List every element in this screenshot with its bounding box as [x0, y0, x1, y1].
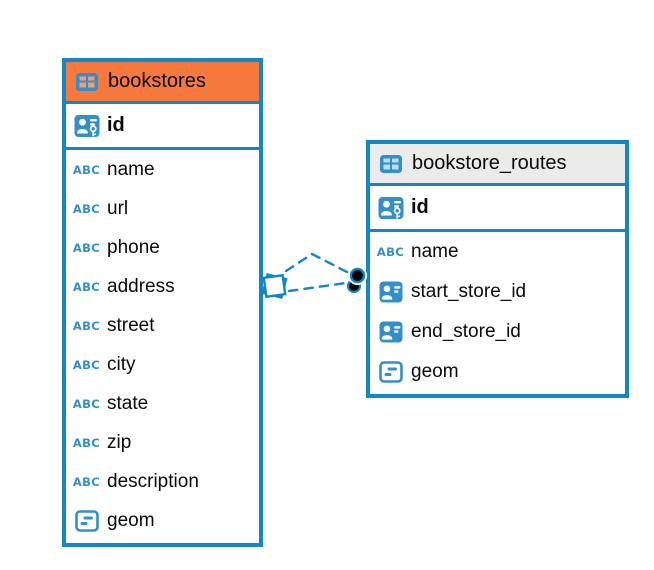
- field-row-state[interactable]: ABC state: [66, 384, 259, 423]
- table-card-bookstore-routes[interactable]: bookstore_routes id ABC name: [366, 140, 629, 398]
- table-card-bookstores[interactable]: bookstores id ABC name ABC ur: [62, 58, 263, 547]
- primary-key-icon: [377, 196, 404, 220]
- text-type-icon: ABC: [72, 318, 101, 333]
- field-name: name: [107, 158, 155, 180]
- field-row-geom[interactable]: geom: [370, 352, 625, 392]
- geometry-type-icon: [73, 509, 100, 532]
- field-row-name[interactable]: ABC name: [66, 150, 259, 189]
- text-type-icon: ABC: [72, 240, 101, 255]
- field-row-address[interactable]: ABC address: [66, 267, 259, 306]
- field-row-description[interactable]: ABC description: [66, 462, 259, 501]
- relationship-line-upper[interactable]: [284, 252, 351, 275]
- field-name: state: [107, 392, 149, 414]
- text-type-icon: ABC: [376, 245, 405, 259]
- foreign-key-icon: [377, 321, 404, 343]
- text-type-icon: ABC: [72, 201, 101, 216]
- field-name: id: [411, 196, 429, 218]
- text-type-icon: ABC: [72, 162, 101, 177]
- relationship-many-end-marker[interactable]: [261, 273, 288, 299]
- field-row-zip[interactable]: ABC zip: [66, 423, 259, 462]
- field-name: url: [107, 197, 129, 219]
- field-row-start-store-id[interactable]: start_store_id: [370, 272, 625, 312]
- field-name: end_store_id: [411, 321, 521, 342]
- table-header-bookstores[interactable]: bookstores: [66, 62, 259, 104]
- field-name: description: [107, 470, 199, 492]
- field-name: address: [107, 275, 175, 297]
- text-type-icon: ABC: [72, 357, 101, 372]
- geometry-type-icon: [377, 361, 404, 383]
- table-icon: [377, 154, 404, 174]
- field-row-id[interactable]: id: [66, 104, 259, 150]
- text-type-icon: ABC: [72, 279, 101, 294]
- relationship-line-lower[interactable]: [287, 281, 348, 293]
- field-row-street[interactable]: ABC street: [66, 306, 259, 345]
- field-row-geom[interactable]: geom: [66, 501, 259, 540]
- field-name: id: [107, 114, 125, 136]
- field-name: city: [107, 353, 136, 375]
- text-type-icon: ABC: [72, 474, 101, 489]
- field-name: zip: [107, 431, 132, 453]
- field-name: start_store_id: [411, 281, 527, 302]
- primary-key-icon: [73, 114, 100, 138]
- table-header-bookstore-routes[interactable]: bookstore_routes: [370, 144, 625, 186]
- field-row-url[interactable]: ABC url: [66, 189, 259, 228]
- foreign-key-icon: [377, 281, 404, 303]
- relationship-one-end-marker[interactable]: [346, 265, 368, 294]
- table-title: bookstores: [108, 70, 206, 92]
- field-row-id[interactable]: id: [370, 186, 625, 232]
- field-row-end-store-id[interactable]: end_store_id: [370, 312, 625, 352]
- text-type-icon: ABC: [72, 396, 101, 411]
- field-row-name[interactable]: ABC name: [370, 232, 625, 272]
- field-name: geom: [411, 361, 459, 382]
- field-name: phone: [107, 236, 160, 258]
- field-row-city[interactable]: ABC city: [66, 345, 259, 384]
- table-title: bookstore_routes: [412, 152, 567, 174]
- table-icon: [73, 72, 100, 92]
- field-row-phone[interactable]: ABC phone: [66, 228, 259, 267]
- field-name: street: [107, 314, 155, 336]
- field-name: geom: [107, 509, 155, 531]
- text-type-icon: ABC: [72, 435, 101, 450]
- field-name: name: [411, 241, 459, 262]
